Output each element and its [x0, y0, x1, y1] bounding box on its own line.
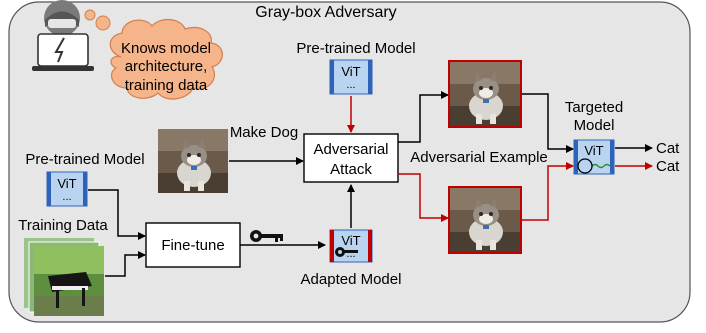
arrow-training-to-finetune [105, 251, 146, 277]
vit-top-icon: ViT ... [329, 59, 373, 95]
vit-top-label: ViT [341, 64, 360, 79]
attack-line-1: Adversarial [313, 141, 388, 158]
vit-target-label: ViT [584, 143, 603, 158]
vit-left-dots: ... [62, 191, 71, 203]
bubble-line-3: training data [125, 77, 208, 94]
pretrained-left-label: Pre-trained Model [25, 151, 144, 168]
vit-adapted-label: ViT [341, 233, 360, 248]
output-label-1: Cat [656, 140, 680, 157]
arrow-attack-to-example-top [398, 91, 449, 143]
arrow-example-bottom-to-target [522, 162, 574, 221]
panel-title: Gray-box Adversary [255, 4, 396, 21]
bubble-line-2: architecture, [125, 58, 208, 75]
vit-left-label: ViT [57, 176, 76, 191]
arrow-pretrained-to-finetune [88, 189, 146, 240]
hacker-icon [32, 0, 94, 71]
output-label-2: Cat [656, 158, 680, 175]
adversarial-attack-box [303, 133, 399, 183]
vit-top-dots: ... [346, 79, 355, 91]
vit-left-icon: ViT ... [46, 171, 88, 207]
adversarial-example-label: Adversarial Example [410, 149, 548, 166]
thought-bubble: Knows model architecture, training data [84, 9, 223, 100]
adapted-model-label: Adapted Model [301, 271, 402, 288]
make-dog-label: Make Dog [230, 124, 298, 141]
attack-line-2: Attack [330, 161, 372, 178]
targeted-model-label-2: Model [574, 117, 615, 134]
arrow-example-top-to-target [522, 93, 574, 153]
arrow-attack-to-example-bottom [398, 173, 449, 222]
vit-adapted-dots: ... [346, 248, 355, 260]
finetune-label: Fine-tune [161, 237, 224, 254]
source-cat-image [158, 129, 228, 193]
pretrained-top-label: Pre-trained Model [296, 40, 415, 57]
vit-adapted-icon: ViT ... [329, 229, 373, 263]
vit-target-icon: ViT [573, 139, 615, 175]
adversarial-example-top [448, 60, 522, 128]
adversarial-example-bottom [448, 186, 522, 254]
key-icon [250, 230, 283, 242]
targeted-model-label-1: Targeted [565, 99, 623, 116]
training-data-label: Training Data [18, 217, 108, 234]
bubble-line-1: Knows model [121, 40, 211, 57]
training-data-images [24, 238, 104, 316]
